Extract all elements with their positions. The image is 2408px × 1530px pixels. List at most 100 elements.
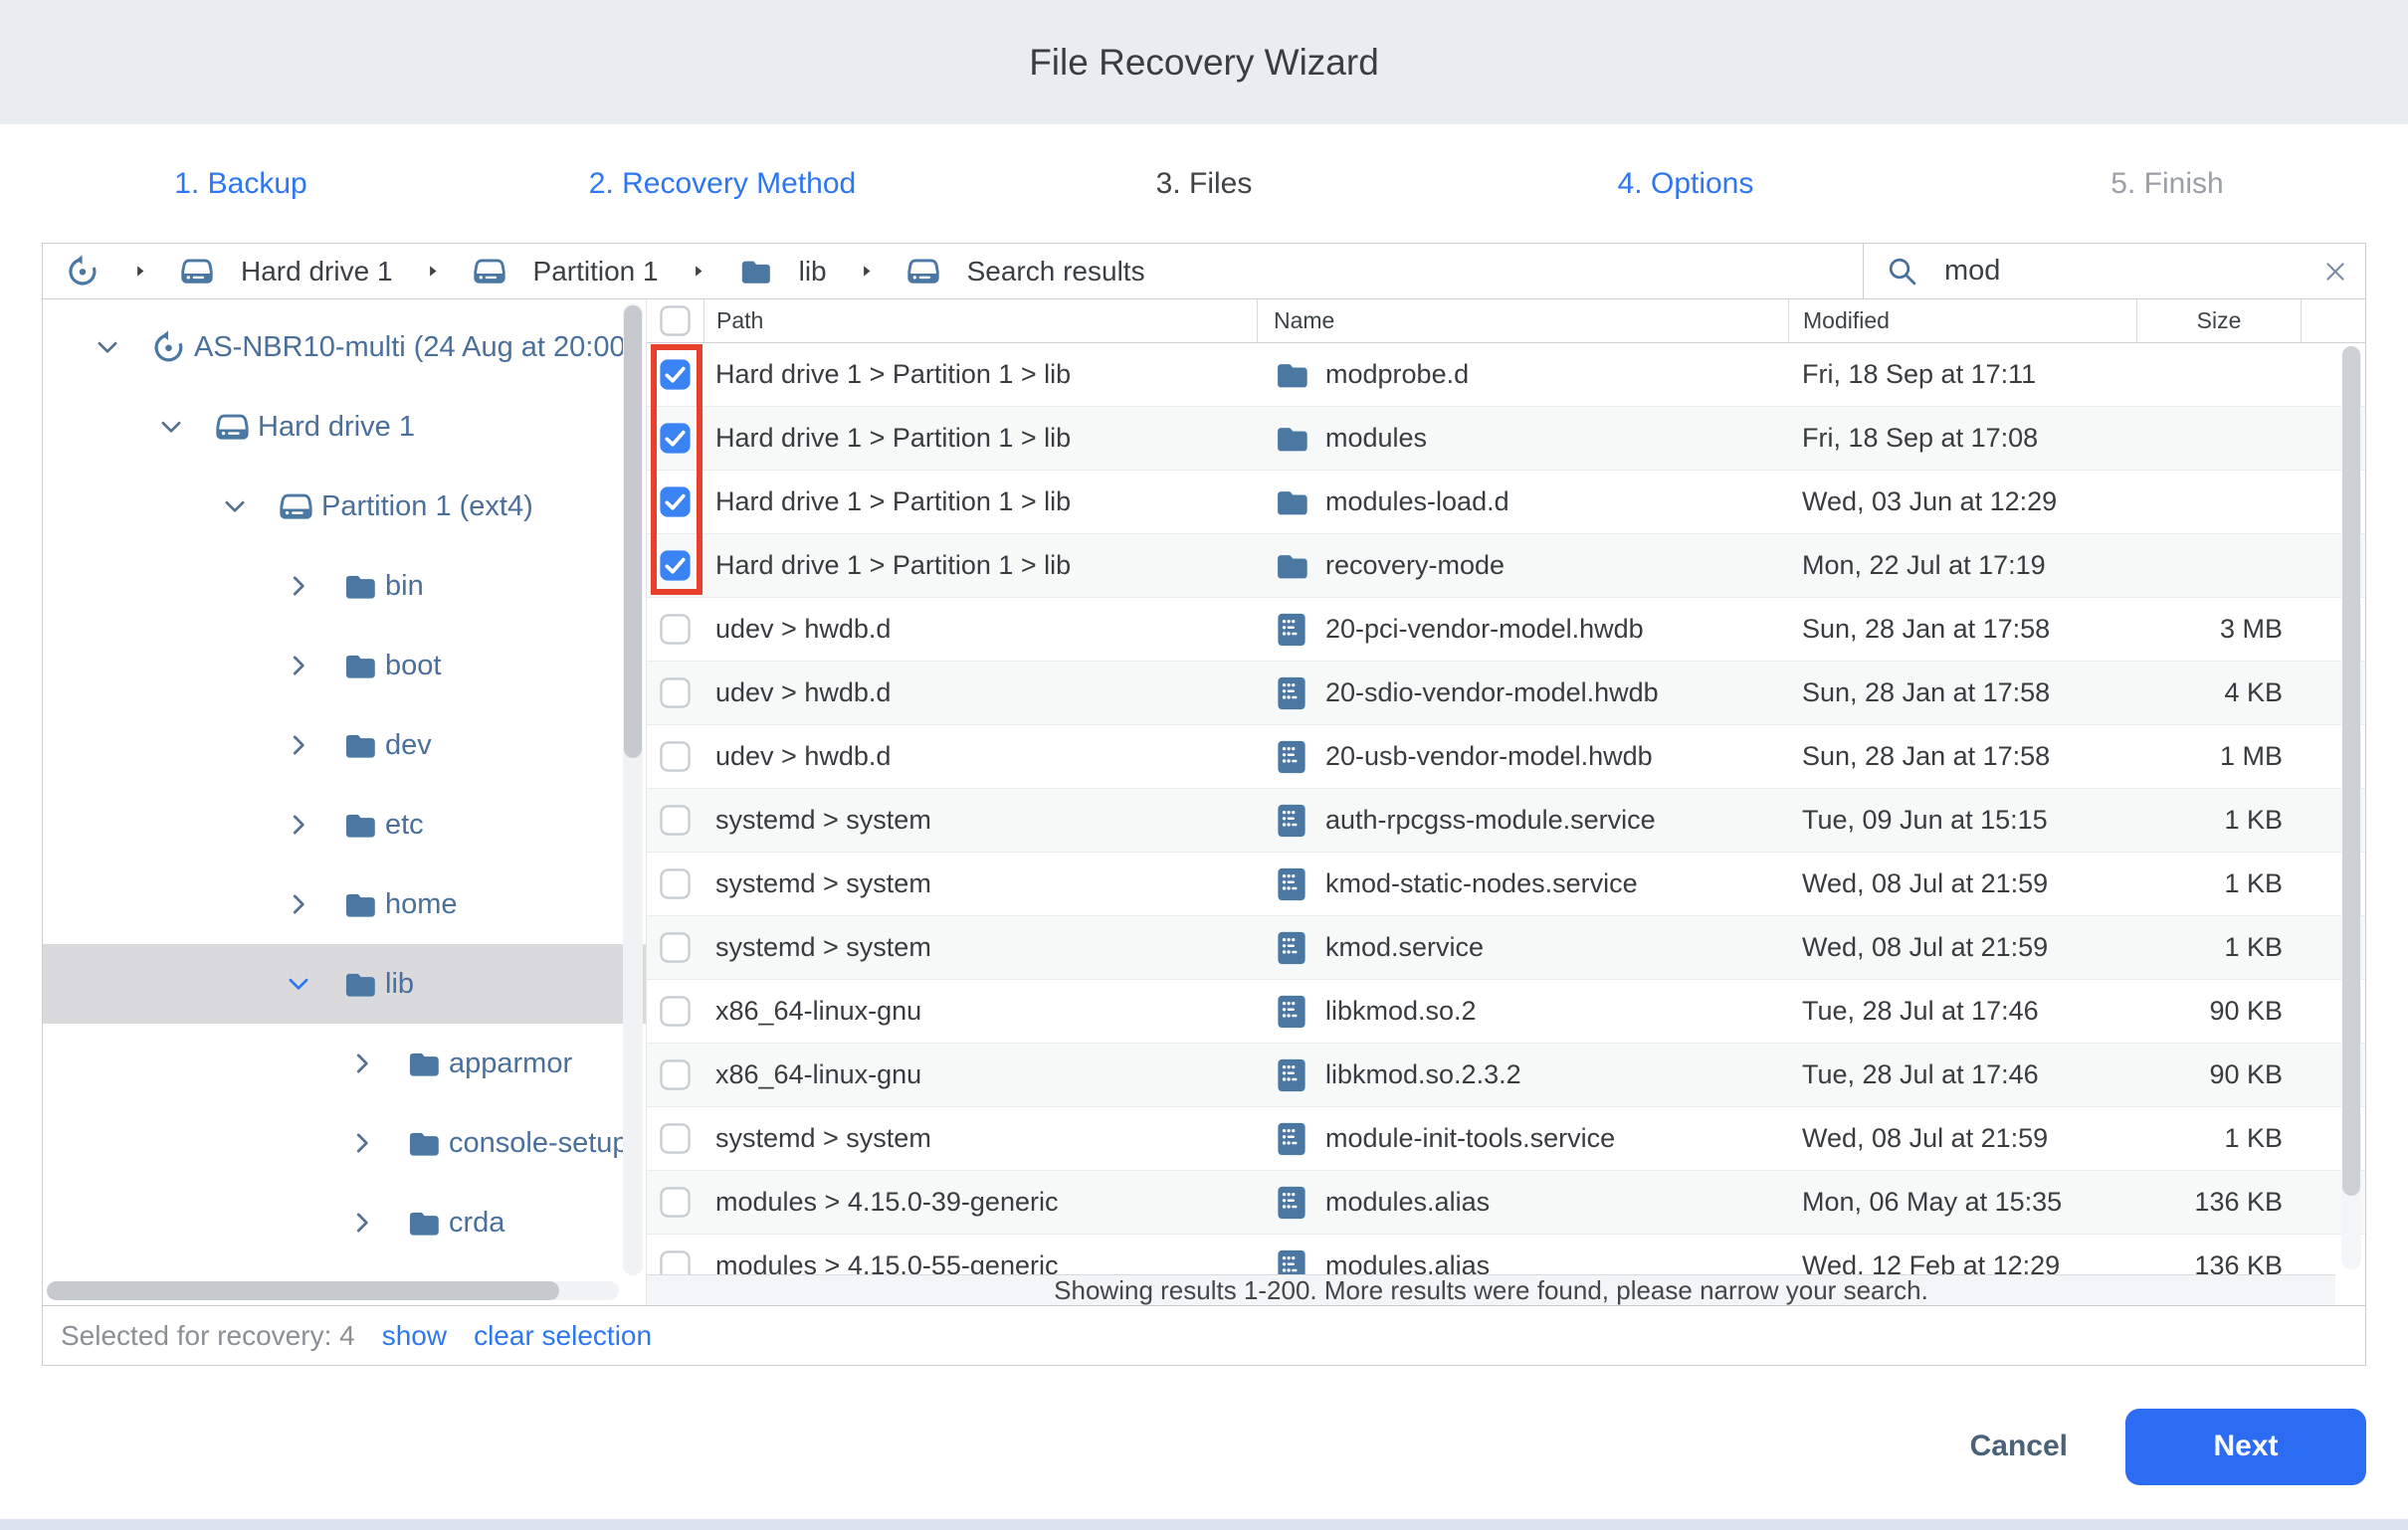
cell-name: libkmod.so.2 xyxy=(1257,993,1788,1031)
clear-selection-link[interactable]: clear selection xyxy=(474,1319,653,1351)
row-checkbox-unchecked[interactable] xyxy=(647,804,703,837)
row-checkbox-unchecked[interactable] xyxy=(647,676,703,709)
tree-horizontal-scrollbar[interactable] xyxy=(47,1281,619,1300)
chevron-down-icon[interactable] xyxy=(158,414,184,440)
row-checkbox-unchecked[interactable] xyxy=(647,931,703,964)
search-box[interactable] xyxy=(1863,244,2365,298)
tree-vertical-scrollbar-thumb[interactable] xyxy=(624,305,642,758)
wizard-step-4-options[interactable]: 4. Options xyxy=(1617,166,1754,200)
tree-item-bin[interactable]: bin xyxy=(43,546,646,626)
search-input[interactable] xyxy=(1944,255,2296,287)
breadcrumb-item-backup[interactable] xyxy=(65,254,100,289)
file-name-label: libkmod.so.2 xyxy=(1325,996,1477,1026)
tree-item-as-nbr10-multi-24-aug-at-20-00[interactable]: AS-NBR10-multi (24 Aug at 20:00) xyxy=(43,307,646,387)
folder-icon xyxy=(405,1205,442,1242)
row-checkbox-unchecked[interactable] xyxy=(647,867,703,900)
chevron-right-icon[interactable] xyxy=(349,1051,375,1076)
tree-item-crda[interactable]: crda xyxy=(43,1183,646,1262)
tree-item-partition-1-ext4[interactable]: Partition 1 (ext4) xyxy=(43,467,646,546)
tree-item-home[interactable]: home xyxy=(43,864,646,944)
row-checkbox-unchecked[interactable] xyxy=(647,995,703,1028)
chevron-right-icon[interactable] xyxy=(349,1130,375,1156)
chevron-down-icon[interactable] xyxy=(286,971,311,997)
row-checkbox-unchecked[interactable] xyxy=(647,1058,703,1091)
chevron-down-icon[interactable] xyxy=(222,493,248,519)
chevron-right-icon[interactable] xyxy=(286,891,311,917)
breadcrumb-item-search-results[interactable]: Search results xyxy=(905,254,1145,289)
tree-item-etc[interactable]: etc xyxy=(43,785,646,864)
column-header-path[interactable]: Path xyxy=(703,299,1257,342)
wizard-step-1-backup[interactable]: 1. Backup xyxy=(174,166,307,200)
tree-item-label: dev xyxy=(385,728,432,761)
tree-item-label: boot xyxy=(385,649,442,681)
tree-item-hard-drive-1[interactable]: Hard drive 1 xyxy=(43,387,646,467)
column-header-name[interactable]: Name xyxy=(1257,299,1788,342)
chevron-down-icon[interactable] xyxy=(95,334,120,360)
cell-name: 20-usb-vendor-model.hwdb xyxy=(1257,738,1788,776)
chevron-right-icon[interactable] xyxy=(286,812,311,838)
show-selection-link[interactable]: show xyxy=(381,1319,448,1351)
cancel-button[interactable]: Cancel xyxy=(1969,1430,2068,1462)
row-checkbox-unchecked[interactable] xyxy=(647,740,703,773)
file-icon xyxy=(1273,738,1310,776)
folder-icon xyxy=(1273,356,1310,394)
cell-size: 1 KB xyxy=(2224,932,2283,962)
breadcrumb-item-partition-1[interactable]: Partition 1 xyxy=(472,254,659,289)
select-all-checkbox[interactable] xyxy=(647,299,703,342)
tree-horizontal-scrollbar-thumb[interactable] xyxy=(47,1281,559,1300)
tree-item-console-setup[interactable]: console-setup xyxy=(43,1103,646,1183)
cell-modified: Tue, 28 Jul at 17:46 xyxy=(1802,1059,2039,1089)
row-checkbox-checked[interactable] xyxy=(647,485,703,518)
row-checkbox-unchecked[interactable] xyxy=(647,1249,703,1274)
row-checkbox-unchecked[interactable] xyxy=(647,1122,703,1155)
footer-actions: Cancel Next xyxy=(1970,1408,2366,1485)
breadcrumb-item-lib[interactable]: lib xyxy=(737,254,827,289)
column-header-modified[interactable]: Modified xyxy=(1788,299,2136,342)
tree-item-apparmor[interactable]: apparmor xyxy=(43,1024,646,1103)
tree-item-boot[interactable]: boot xyxy=(43,626,646,705)
tree-item-dev[interactable]: dev xyxy=(43,705,646,785)
column-header-size[interactable]: Size xyxy=(2136,299,2301,342)
row-checkbox-unchecked[interactable] xyxy=(647,1186,703,1219)
cell-name: module-init-tools.service xyxy=(1257,1120,1788,1158)
file-name-label: 20-usb-vendor-model.hwdb xyxy=(1325,741,1653,771)
chevron-right-icon[interactable] xyxy=(349,1210,375,1236)
clear-search-icon[interactable] xyxy=(2321,258,2349,286)
table-vertical-scrollbar[interactable] xyxy=(2341,346,2361,1269)
select-all-checkbox-icon[interactable] xyxy=(659,304,692,337)
tree-item-lib[interactable]: lib xyxy=(43,944,646,1024)
cell-path: udev > hwdb.d xyxy=(715,677,892,707)
row-checkbox-checked[interactable] xyxy=(647,549,703,582)
row-checkbox-unchecked[interactable] xyxy=(647,613,703,646)
breadcrumb-separator-icon xyxy=(130,262,149,281)
table-vertical-scrollbar-thumb[interactable] xyxy=(2342,346,2360,1196)
cell-modified: Wed, 03 Jun at 12:29 xyxy=(1802,486,2058,516)
folder-icon xyxy=(341,648,378,684)
next-button[interactable]: Next xyxy=(2125,1408,2366,1485)
breadcrumb-item-hard-drive-1[interactable]: Hard drive 1 xyxy=(179,254,393,289)
wizard-step-2-recovery-method[interactable]: 2. Recovery Method xyxy=(588,166,857,200)
chevron-right-icon[interactable] xyxy=(286,732,311,758)
tree-vertical-scrollbar[interactable] xyxy=(623,303,643,1275)
cell-modified: Tue, 09 Jun at 15:15 xyxy=(1802,805,2048,835)
chevron-right-icon[interactable] xyxy=(286,653,311,678)
file-icon xyxy=(1273,929,1310,967)
chevron-right-icon[interactable] xyxy=(286,573,311,599)
row-checkbox-checked[interactable] xyxy=(647,422,703,455)
row-checkbox-checked[interactable] xyxy=(647,358,703,391)
